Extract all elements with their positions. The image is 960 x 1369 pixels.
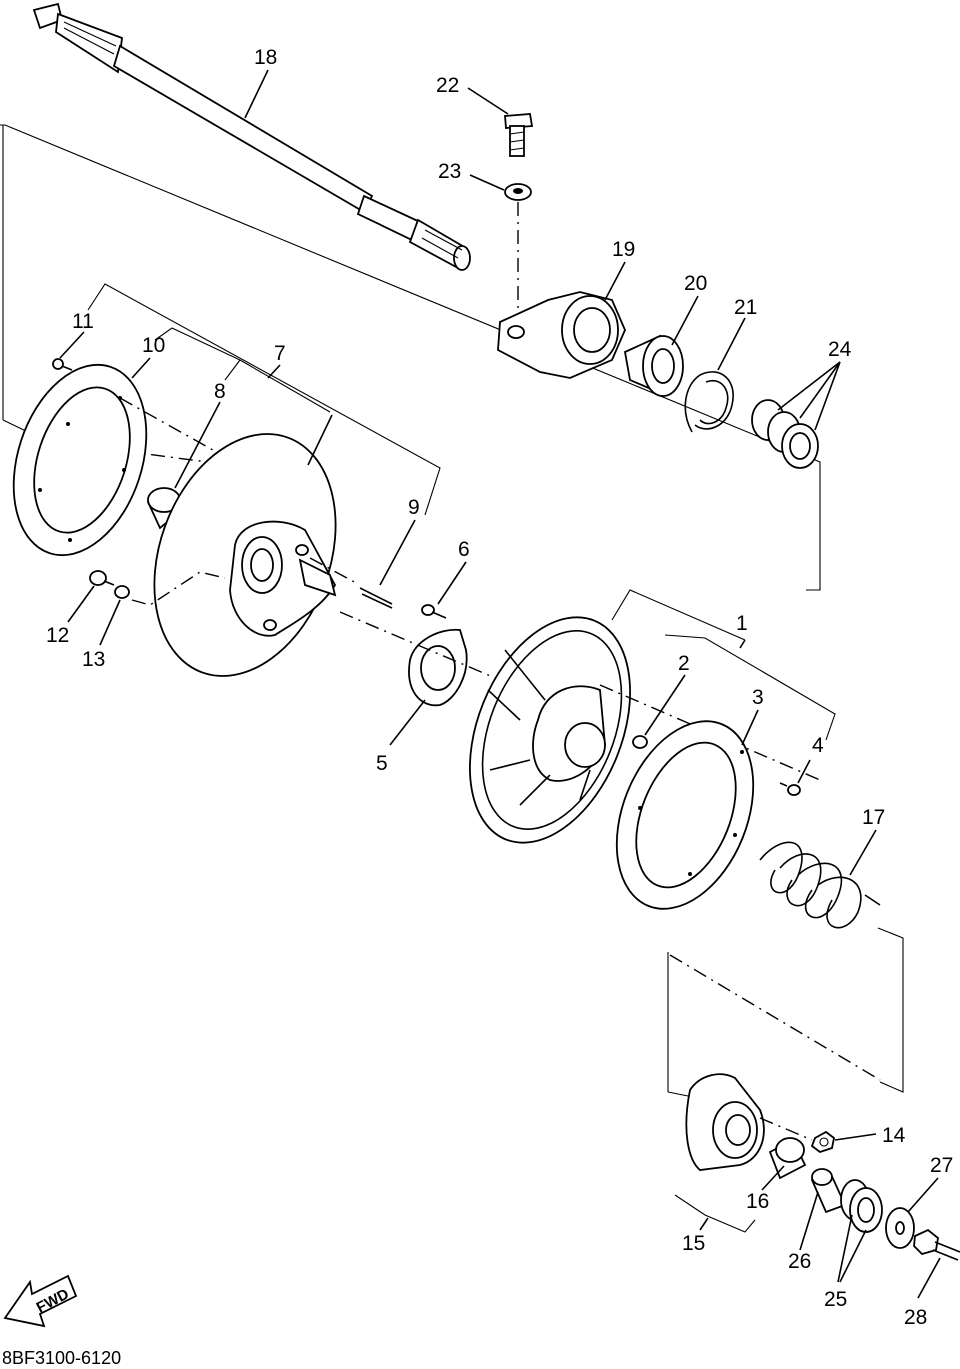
callout-15: 15 bbox=[682, 1232, 705, 1255]
callout-23: 23 bbox=[438, 160, 461, 183]
part-9-stud bbox=[309, 557, 393, 609]
callout-25: 25 bbox=[824, 1288, 847, 1311]
callout-6: 6 bbox=[458, 538, 470, 561]
part-22-bolt bbox=[504, 113, 534, 157]
part-5-gasket bbox=[339, 611, 501, 707]
part-17-spring bbox=[759, 841, 881, 929]
callout-2: 2 bbox=[678, 652, 690, 675]
part-19-bearing-housing bbox=[497, 291, 626, 379]
callout-21: 21 bbox=[734, 296, 757, 319]
part-3-plate bbox=[615, 720, 755, 910]
part-18-drive-shaft bbox=[32, 2, 471, 271]
callout-18: 18 bbox=[254, 46, 277, 69]
part-20-bearing bbox=[623, 334, 684, 397]
part-4-screw bbox=[779, 782, 801, 796]
callout-16: 16 bbox=[746, 1190, 769, 1213]
callout-7: 7 bbox=[274, 342, 286, 365]
callout-26: 26 bbox=[788, 1250, 811, 1273]
callout-labels: 18 22 23 19 20 21 24 11 10 7 8 9 6 12 13… bbox=[46, 46, 953, 1329]
part-24-seals bbox=[751, 399, 819, 469]
callout-3: 3 bbox=[752, 686, 764, 709]
fwd-arrow-icon: FWD bbox=[3, 1274, 78, 1328]
callout-10: 10 bbox=[142, 334, 165, 357]
callout-14: 14 bbox=[882, 1124, 906, 1147]
part-16-bushing bbox=[768, 1137, 807, 1180]
part-27-washer bbox=[885, 1207, 915, 1249]
part-14-nut bbox=[810, 1130, 835, 1154]
part-25-seals bbox=[840, 1179, 883, 1233]
callout-19: 19 bbox=[612, 238, 635, 261]
callout-9: 9 bbox=[408, 496, 420, 519]
callout-20: 20 bbox=[684, 272, 707, 295]
callout-17: 17 bbox=[862, 806, 885, 829]
callout-13: 13 bbox=[82, 648, 105, 671]
callout-12: 12 bbox=[46, 624, 69, 647]
part-23-washer bbox=[504, 183, 532, 320]
leader-lines bbox=[59, 69, 941, 1299]
callout-5: 5 bbox=[376, 752, 388, 775]
callout-22: 22 bbox=[436, 74, 459, 97]
callout-28: 28 bbox=[904, 1306, 927, 1329]
callout-27: 27 bbox=[930, 1154, 953, 1177]
part-15-cover bbox=[685, 1073, 813, 1171]
part-13-washer bbox=[114, 571, 226, 606]
document-code: 8BF3100-6120 bbox=[2, 1348, 121, 1368]
callout-8: 8 bbox=[214, 380, 226, 403]
callout-24: 24 bbox=[828, 338, 852, 361]
callout-11: 11 bbox=[72, 310, 94, 333]
part-26-sleeve bbox=[810, 1168, 847, 1214]
part-7-sheave bbox=[153, 433, 337, 677]
part-6-screw bbox=[421, 604, 447, 619]
part-8-bushing bbox=[146, 487, 184, 530]
part-28-bolt bbox=[913, 1228, 960, 1261]
part-2-screw bbox=[632, 735, 648, 749]
part-21-circlip bbox=[684, 371, 734, 433]
callout-4: 4 bbox=[812, 734, 824, 757]
part-10-plate bbox=[12, 363, 148, 557]
part-12-bolt bbox=[89, 570, 115, 586]
lower-assembly-frame bbox=[667, 927, 904, 1097]
callout-1: 1 bbox=[736, 612, 748, 635]
assembly-frame bbox=[0, 124, 821, 591]
